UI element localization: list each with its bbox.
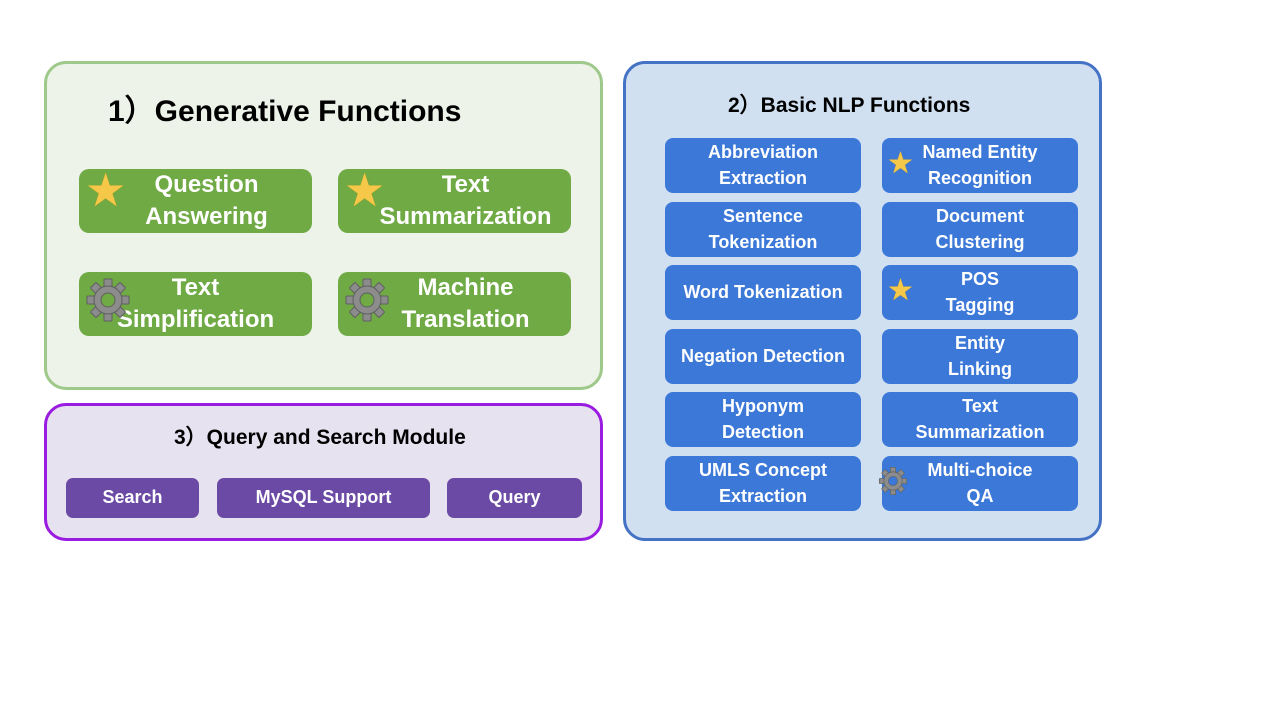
box-label-line: Named Entity <box>922 142 1038 163</box>
negation-detection-box[interactable]: Negation Detection <box>665 329 861 384</box>
box-label-line: Detection <box>721 421 804 442</box>
box-label-line: Question <box>154 170 259 198</box>
box-label-line: Clustering <box>935 231 1025 252</box>
mysql-support-box[interactable]: MySQL Support <box>217 478 430 518</box>
box-label-line: Multi-choice <box>927 460 1033 481</box>
box-label-line: Machine <box>417 273 514 301</box>
box-label-line: Translation <box>401 306 530 333</box>
gear-icon <box>878 466 908 496</box>
box-label: Search <box>102 487 163 508</box>
box-label: Query <box>488 487 541 508</box>
machine-translation-box[interactable]: Machine Translation <box>338 272 571 336</box>
box-label-line: Simplification <box>116 306 275 333</box>
box-label-line: Word Tokenization <box>683 281 843 302</box>
text-simplification-box[interactable]: Text Simplification <box>79 272 312 336</box>
text-summarization-box[interactable]: ★ Text Summarization <box>338 164 571 233</box>
box-label-line: Tagging <box>945 294 1015 315</box>
gear-icon <box>345 278 389 322</box>
box-label-line: Recognition <box>928 167 1032 188</box>
basic-nlp-functions-title: 2）Basic NLP Functions <box>728 94 971 117</box>
search-box[interactable]: Search <box>66 478 199 518</box>
query-search-module-panel <box>44 403 603 541</box>
box-label-line: Abbreviation <box>707 142 818 163</box>
box-label-line: Summarization <box>379 203 552 230</box>
generative-functions-title: 1）Generative Functions <box>108 95 462 128</box>
word-tokenization-box[interactable]: Word Tokenization <box>665 265 861 320</box>
box-label-line: Negation Detection <box>680 345 845 366</box>
box-label: MySQL Support <box>255 487 392 508</box>
box-label-line: Text <box>441 170 490 198</box>
box-label-line: Extraction <box>718 485 808 506</box>
box-label-line: Extraction <box>718 167 807 188</box>
box-label-line: QA <box>966 485 994 506</box>
query-search-module-title: 3）Query and Search Module <box>174 426 466 449</box>
query-box[interactable]: Query <box>447 478 582 518</box>
star-icon: ★ <box>887 274 914 307</box>
box-label-line: Sentence <box>722 206 804 227</box>
box-label-line: POS <box>960 269 999 290</box>
star-icon: ★ <box>85 164 127 216</box>
box-label-line: UMLS Concept <box>699 460 827 481</box>
box-label-line: Answering <box>145 203 268 230</box>
box-label-line: Document <box>935 206 1024 227</box>
box-label-line: Entity <box>954 333 1005 354</box>
star-icon: ★ <box>887 147 914 180</box>
pos-tagging-box[interactable]: ★ POS Tagging <box>882 265 1078 320</box>
box-label-line: Text <box>171 273 220 301</box>
box-label-line: Summarization <box>915 421 1045 442</box>
box-label-line: Text <box>962 396 998 417</box>
box-label-line: Linking <box>948 358 1012 379</box>
question-answering-box[interactable]: ★ Question Answering <box>79 164 312 233</box>
box-label-line: Tokenization <box>708 231 818 252</box>
star-icon: ★ <box>344 164 386 216</box>
box-label-line: Hyponym <box>721 396 804 417</box>
gear-icon <box>86 278 130 322</box>
